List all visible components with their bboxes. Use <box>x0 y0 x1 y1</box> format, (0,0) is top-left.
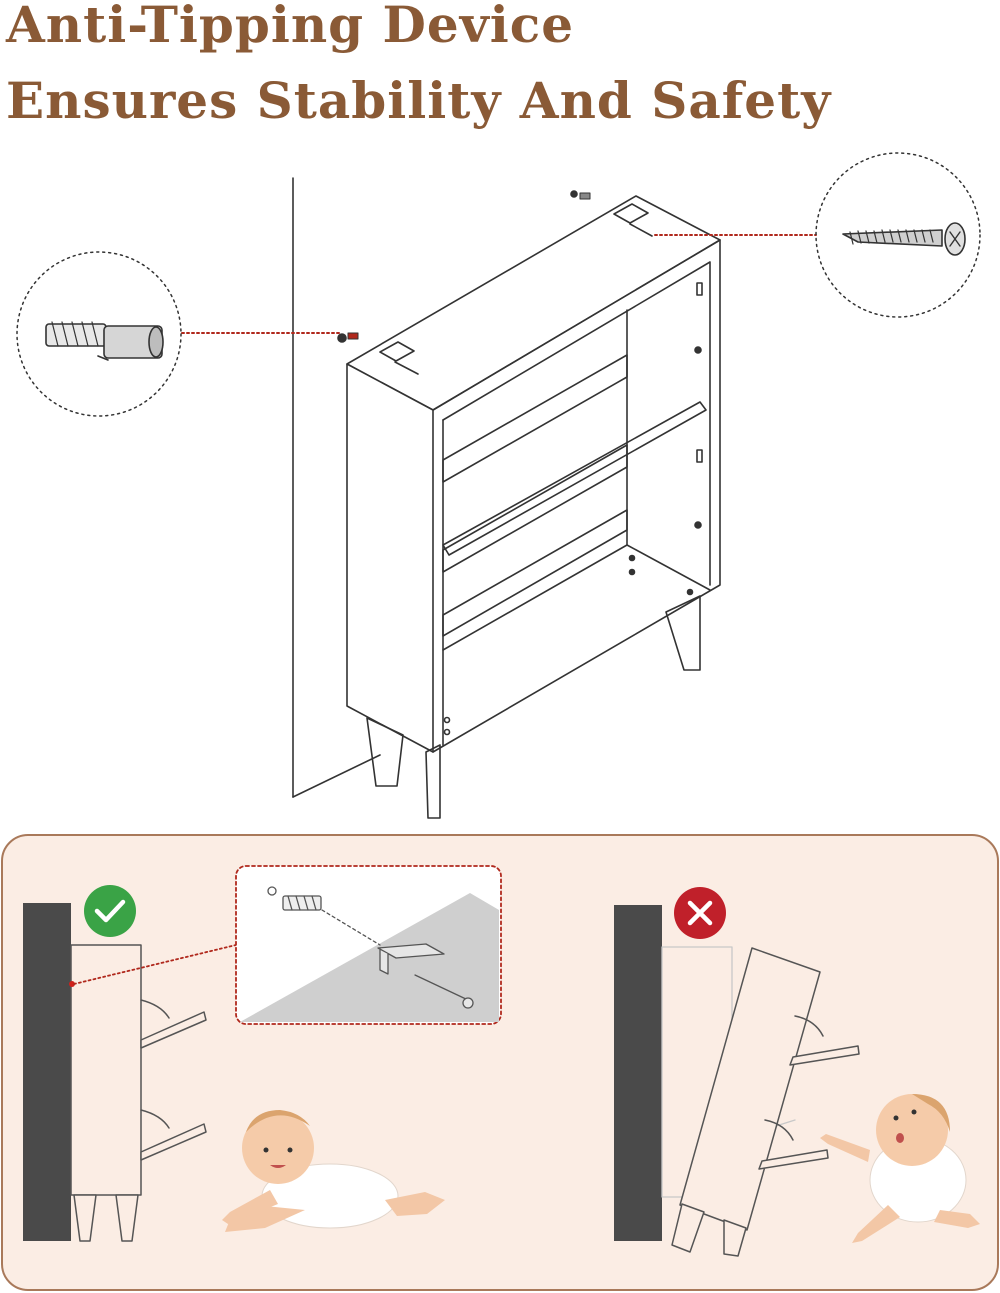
anti-tip-bracket-right <box>570 190 653 237</box>
wall-block-right <box>614 905 662 1241</box>
check-icon <box>84 885 136 937</box>
wall-lines <box>292 177 381 798</box>
secured-scenario <box>23 885 237 1242</box>
wall-anchor-icon <box>16 251 182 417</box>
anti-tip-bracket-left <box>337 332 419 375</box>
bookshelf <box>346 195 721 819</box>
baby-sitting-illustration <box>820 1094 980 1243</box>
tipping-scenario <box>614 887 860 1257</box>
headline-line-2: Ensures Stability And Safety <box>6 71 832 130</box>
headline-line-1: Anti-Tipping Device <box>6 0 575 54</box>
screw-icon <box>815 152 981 318</box>
cross-icon <box>674 887 726 939</box>
bracket-detail-inset <box>235 865 502 1025</box>
wall-block-left <box>23 903 71 1241</box>
installation-diagram <box>16 152 981 819</box>
baby-crawling-illustration <box>222 1110 445 1232</box>
